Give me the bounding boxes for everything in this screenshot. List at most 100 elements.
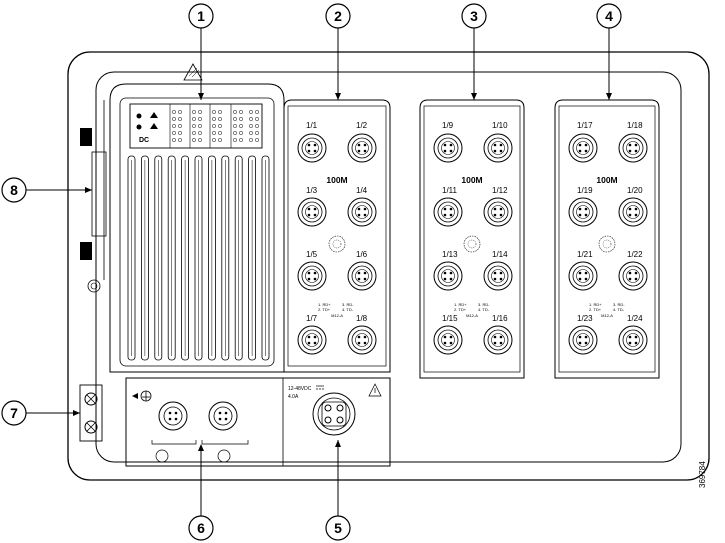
port-led [192, 138, 196, 142]
port-label: 1/20 [627, 186, 643, 195]
port-led [239, 138, 243, 142]
callout-5: 5 [325, 440, 351, 541]
port-led [233, 117, 237, 121]
port-label: 1/7 [306, 314, 318, 323]
pinout-text-left: 2. TD+ [454, 307, 467, 312]
callout-arrowhead [73, 410, 80, 416]
port-label: 1/6 [356, 250, 368, 259]
callout-circle [1, 177, 27, 203]
callout-arrowhead [335, 440, 341, 447]
m12-connector [618, 261, 648, 291]
port-label: 1/21 [577, 250, 593, 259]
port-label: 1/18 [627, 121, 643, 130]
heatsink-fin [207, 155, 216, 361]
callout-circle [325, 515, 351, 541]
system-led-icon [136, 113, 142, 119]
port-label: 1/15 [442, 314, 458, 323]
port-led [178, 138, 182, 142]
port-led [172, 110, 176, 114]
callout-number: 8 [10, 182, 18, 198]
power-voltage-label: 12-48VDC [288, 386, 312, 392]
port-led [218, 138, 222, 142]
callout-4: 4 [596, 3, 622, 100]
pinout-text-right: 3. RD- [478, 302, 490, 307]
m12-connector [297, 261, 327, 291]
port-led [198, 131, 202, 135]
module-housing [419, 99, 525, 379]
m12-connector [483, 261, 513, 291]
port-led [218, 131, 222, 135]
pinout-subtext: M12-A [601, 313, 613, 318]
m12-connector [618, 197, 648, 227]
m12-connector [568, 133, 598, 163]
port-label: 1/3 [306, 186, 318, 195]
m12-connector [433, 261, 463, 291]
callout-8: 8 [1, 177, 92, 203]
port-led [255, 110, 259, 114]
pinout-subtext: M12-A [331, 313, 343, 318]
port-led [178, 124, 182, 128]
pinout-subtext: M12-A [466, 313, 478, 318]
port-led [192, 131, 196, 135]
module-inner-frame [558, 105, 656, 373]
m12-connector [483, 325, 513, 355]
callout-arrowhead [85, 187, 92, 193]
port-led [198, 138, 202, 142]
port-label: 1/2 [356, 121, 368, 130]
console-brackets [151, 440, 249, 445]
m12-connector [297, 325, 327, 355]
port-led [172, 138, 176, 142]
pinout-text-left: 2. TD+ [589, 307, 602, 312]
callout-3: 3 [461, 3, 487, 100]
pinout-text-right: 3. RD- [613, 302, 625, 307]
callout-7: 7 [1, 400, 80, 426]
pinout-text-right: 4. TD- [342, 307, 354, 312]
pinout-text-right: 3. RD- [342, 302, 354, 307]
m12-connector [568, 197, 598, 227]
port-led [255, 124, 259, 128]
port-led [239, 110, 243, 114]
led-panel: DC [129, 103, 263, 149]
port-led [255, 138, 259, 142]
port-led [249, 110, 253, 114]
port-label: 1/14 [492, 250, 508, 259]
port-label: 1/8 [356, 314, 368, 323]
port-label: 1/5 [306, 250, 318, 259]
heatsink-fins [127, 155, 270, 361]
heatsink-fin [181, 155, 190, 361]
heatsink-frame [119, 97, 275, 367]
port-label: 1/17 [577, 121, 593, 130]
port-led [212, 124, 216, 128]
console-port [208, 401, 238, 431]
port-led [239, 117, 243, 121]
figure-id: 369784 [698, 461, 707, 488]
callout-arrowhead [606, 93, 612, 100]
callout-1: 1 [188, 3, 214, 100]
heatsink-fin [127, 155, 136, 361]
heatsink-fin [248, 155, 257, 361]
speed-label: 100M [461, 175, 482, 185]
port-led [192, 110, 196, 114]
port-led [198, 117, 202, 121]
port-led [249, 131, 253, 135]
pinout-text-left: 1. RD+ [589, 302, 602, 307]
m12-connector [347, 133, 377, 163]
m12-connector [568, 261, 598, 291]
alarm-out-icon [150, 123, 158, 129]
callout-number: 1 [197, 8, 205, 24]
callout-arrowhead [335, 93, 341, 100]
callout-number: 5 [334, 520, 342, 536]
port-led [233, 138, 237, 142]
pinout-text-right: 4. TD- [613, 307, 625, 312]
callout-circle [596, 3, 622, 29]
port-led [249, 117, 253, 121]
port-led [192, 117, 196, 121]
pinout-text-left: 1. RD+ [318, 302, 331, 307]
heatsink-fin [221, 155, 230, 361]
m12-connector [347, 197, 377, 227]
heatsink-fin [261, 155, 270, 361]
pinout-diagram-icon [598, 235, 616, 253]
port-led-grid [172, 110, 259, 142]
